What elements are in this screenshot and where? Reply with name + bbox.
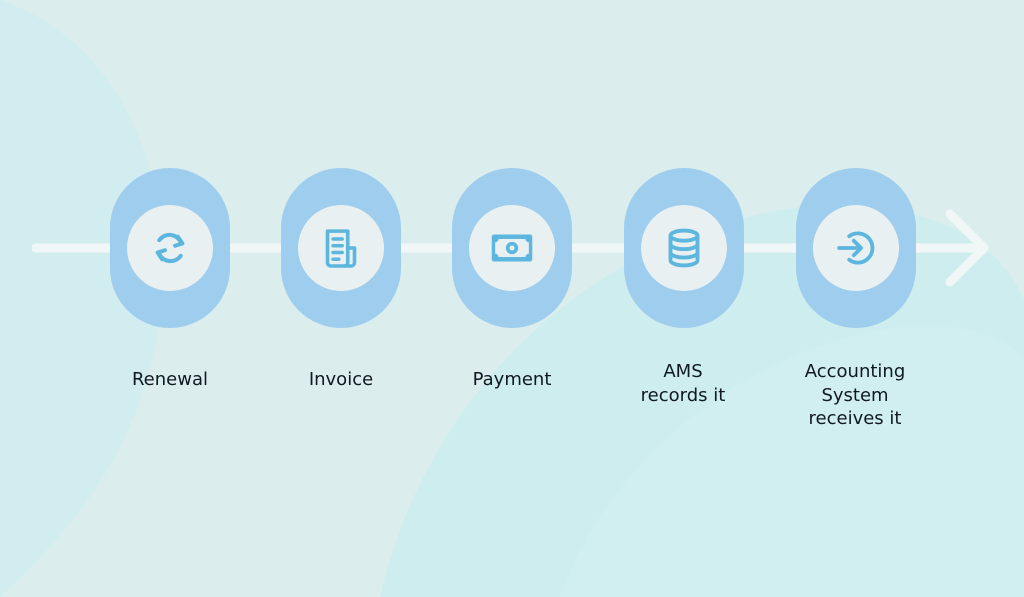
step-label-invoice: Invoice — [266, 368, 416, 392]
step-label-line: receives it — [808, 408, 902, 429]
step-label-line: Accounting — [804, 361, 906, 382]
step-label-line: AMS — [663, 361, 703, 382]
step-label-line: System — [821, 384, 889, 406]
icon-disc — [813, 205, 899, 291]
invoice-icon — [325, 229, 357, 268]
step-ams-records — [624, 168, 744, 328]
login-arrow-icon — [837, 231, 875, 265]
step-label-renewal: Renewal — [95, 368, 245, 392]
step-renewal — [110, 168, 230, 328]
step-label-line: Invoice — [308, 369, 374, 390]
step-label-ams-records: AMS records it — [608, 360, 758, 407]
icon-disc — [298, 205, 384, 291]
step-accounting-system — [796, 168, 916, 328]
step-payment — [452, 168, 572, 328]
step-label-line: records it — [640, 384, 726, 406]
database-icon — [668, 228, 700, 268]
refresh-icon — [155, 232, 185, 264]
payment-icon — [491, 234, 533, 262]
icon-disc — [127, 205, 213, 291]
step-label-payment: Payment — [437, 368, 587, 392]
icon-disc — [641, 205, 727, 291]
step-label-accounting-system: Accounting System receives it — [780, 360, 930, 431]
step-label-line: Renewal — [131, 369, 208, 390]
icon-disc — [469, 205, 555, 291]
step-invoice — [281, 168, 401, 328]
step-label-line: Payment — [472, 369, 552, 390]
